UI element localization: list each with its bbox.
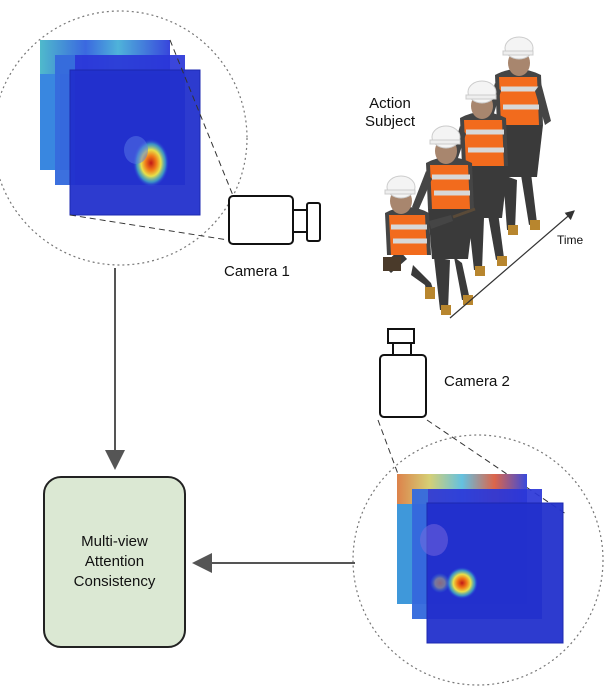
camera1-view-circle (0, 10, 248, 266)
camera1-label: Camera 1 (224, 263, 290, 280)
consistency-box-label: Multi-view Attention Consistency (73, 533, 156, 590)
frustum-line (377, 419, 399, 475)
camera-1-icon (228, 195, 321, 245)
camera-2-icon (379, 328, 427, 418)
time-arrow (449, 210, 575, 319)
frustum-line (169, 39, 235, 199)
frustum-line (69, 214, 229, 241)
worker-figure (383, 36, 551, 315)
camera2-view-circle (352, 419, 604, 686)
heatmap-stack (397, 474, 564, 644)
heatmap-stack (40, 40, 201, 216)
frustum-line (426, 419, 567, 515)
camera2-label: Camera 2 (444, 373, 510, 390)
time-label: Time (557, 233, 584, 247)
action-subject-label: Action Subject (364, 95, 416, 130)
multi-view-attention-consistency-box: Multi-view Attention Consistency (43, 476, 186, 648)
